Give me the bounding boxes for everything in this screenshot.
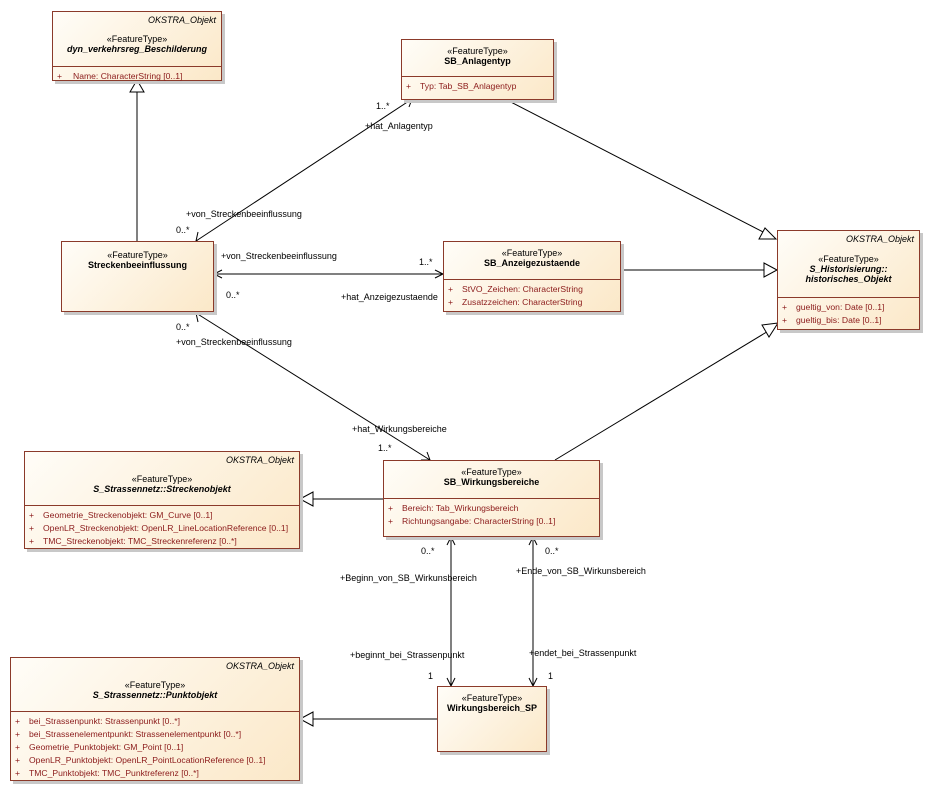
stereotype: «FeatureType» bbox=[818, 254, 879, 264]
class-name: S_Historisierung:: bbox=[809, 264, 888, 274]
class-streckenobjekt[interactable]: OKSTRA_Objekt «FeatureType» S_Strassenne… bbox=[24, 451, 300, 549]
multiplicity-label: 0..* bbox=[176, 322, 190, 332]
generalization-wirkung-hist bbox=[554, 329, 771, 461]
role-label: +hat_Anlagentyp bbox=[365, 121, 433, 131]
class-historisches-objekt[interactable]: OKSTRA_Objekt «FeatureType» S_Historisie… bbox=[777, 230, 920, 330]
attribute: +bei_Strassenelementpunkt: Strasseneleme… bbox=[15, 729, 242, 739]
class-name: S_Strassennetz::Streckenobjekt bbox=[93, 484, 231, 494]
class-sb-wirkungsbereiche[interactable]: «FeatureType» SB_Wirkungsbereiche +Berei… bbox=[383, 460, 600, 537]
stereotype: «FeatureType» bbox=[106, 34, 168, 44]
role-label: +hat_Wirkungsbereiche bbox=[352, 424, 447, 434]
multiplicity-label: 1..* bbox=[419, 257, 433, 267]
multiplicity-label: 1..* bbox=[378, 443, 392, 453]
class-dyn-verkehrsreg-beschilderung[interactable]: OKSTRA_Objekt «FeatureType» dyn_verkehrs… bbox=[52, 11, 222, 81]
attribute: +Name: CharacterString [0..1] bbox=[57, 71, 183, 81]
class-sb-anlagentyp[interactable]: «FeatureType» SB_Anlagentyp +Typ: Tab_SB… bbox=[401, 39, 554, 100]
attribute: +StVO_Zeichen: CharacterString bbox=[448, 284, 583, 294]
attribute: +Geometrie_Punktobjekt: GM_Point [0..1] bbox=[15, 742, 184, 752]
generalization-arrowhead bbox=[129, 79, 145, 93]
attribute: +Zusatzzeichen: CharacterString bbox=[448, 297, 583, 307]
stereotype: «FeatureType» bbox=[501, 248, 563, 258]
package-tag: OKSTRA_Objekt bbox=[147, 15, 216, 25]
class-name: SB_Anlagentyp bbox=[444, 56, 511, 66]
multiplicity-label: 0..* bbox=[176, 225, 190, 235]
package-tag: OKSTRA_Objekt bbox=[225, 455, 294, 465]
generalization-arrowhead bbox=[298, 491, 314, 507]
multiplicity-label: 1..* bbox=[376, 101, 390, 111]
association-arrowhead bbox=[528, 535, 538, 546]
role-label: +von_Streckenbeeinflussung bbox=[186, 209, 302, 219]
class-name: Wirkungsbereich_SP bbox=[447, 703, 537, 713]
attribute: +OpenLR_Streckenobjekt: OpenLR_LineLocat… bbox=[29, 523, 289, 533]
association-strecke-anlagentyp bbox=[195, 98, 413, 242]
attribute: +OpenLR_Punktobjekt: OpenLR_PointLocatio… bbox=[15, 755, 266, 765]
multiplicity-label: 0..* bbox=[421, 546, 435, 556]
generalization-arrowhead bbox=[763, 262, 779, 278]
class-sb-anzeigezustaende[interactable]: «FeatureType» SB_Anzeigezustaende +StVO_… bbox=[443, 241, 621, 312]
association-arrowhead bbox=[446, 535, 456, 546]
multiplicity-label: 1 bbox=[428, 671, 434, 681]
attribute: +TMC_Punktobjekt: TMC_Punktreferenz [0..… bbox=[15, 768, 199, 778]
generalization-arrowhead bbox=[758, 227, 778, 240]
association-arrowhead bbox=[212, 269, 223, 279]
generalization-arrowhead bbox=[298, 711, 314, 727]
class-name: S_Strassennetz::Punktobjekt bbox=[92, 690, 218, 700]
stereotype: «FeatureType» bbox=[447, 46, 508, 56]
class-wirkungsbereich-sp[interactable]: «FeatureType» Wirkungsbereich_SP bbox=[437, 686, 547, 752]
stereotype: «FeatureType» bbox=[131, 474, 193, 484]
attribute: +Geometrie_Streckenobjekt: GM_Curve [0..… bbox=[29, 510, 213, 520]
generalization-arrowhead bbox=[761, 322, 779, 338]
attribute: +gueltig_von: Date [0..1] bbox=[782, 302, 885, 312]
multiplicity-label: 0..* bbox=[545, 546, 559, 556]
class-name: SB_Wirkungsbereiche bbox=[443, 477, 540, 487]
class-streckenbeeinflussung[interactable]: «FeatureType» Streckenbeeinflussung bbox=[61, 241, 214, 312]
multiplicity-label: 0..* bbox=[226, 290, 240, 300]
role-label: +hat_Anzeigezustaende bbox=[341, 292, 438, 302]
class-name: SB_Anzeigezustaende bbox=[483, 258, 581, 268]
role-label: +Ende_von_SB_Wirkunsbereich bbox=[516, 566, 646, 576]
class-name: Streckenbeeinflussung bbox=[87, 260, 188, 270]
attribute: +gueltig_bis: Date [0..1] bbox=[782, 315, 882, 325]
package-tag: OKSTRA_Objekt bbox=[225, 661, 294, 671]
stereotype: «FeatureType» bbox=[461, 693, 523, 703]
class-name-line-2: historisches_Objekt bbox=[805, 274, 892, 284]
role-label: +endet_bei_Strassenpunkt bbox=[529, 648, 637, 658]
role-label: +von_Streckenbeeinflussung bbox=[221, 251, 337, 261]
role-label: +von_Streckenbeeinflussung bbox=[176, 337, 292, 347]
role-label: +beginnt_bei_Strassenpunkt bbox=[350, 650, 465, 660]
stereotype: «FeatureType» bbox=[124, 680, 186, 690]
association-strecke-wirkung bbox=[195, 312, 431, 461]
class-name: dyn_verkehrsreg_Beschilderung bbox=[66, 44, 208, 54]
multiplicity-label: 1 bbox=[548, 671, 554, 681]
generalization-anlagentyp-hist bbox=[504, 98, 766, 234]
attribute: +Richtungsangabe: CharacterString [0..1] bbox=[388, 516, 556, 526]
association-arrowhead bbox=[195, 311, 206, 323]
class-punktobjekt[interactable]: OKSTRA_Objekt «FeatureType» S_Strassenne… bbox=[10, 657, 300, 781]
attribute: +Typ: Tab_SB_Anlagentyp bbox=[406, 81, 517, 91]
attribute: +TMC_Streckenobjekt: TMC_Streckenreferen… bbox=[29, 536, 237, 546]
stereotype: «FeatureType» bbox=[107, 250, 168, 260]
attribute: +Bereich: Tab_Wirkungsbereich bbox=[388, 503, 519, 513]
role-label: +Beginn_von_SB_Wirkunsbereich bbox=[340, 573, 477, 583]
package-tag: OKSTRA_Objekt bbox=[845, 234, 914, 244]
stereotype: «FeatureType» bbox=[461, 467, 522, 477]
attribute: +bei_Strassenpunkt: Strassenpunkt [0..*] bbox=[15, 716, 180, 726]
